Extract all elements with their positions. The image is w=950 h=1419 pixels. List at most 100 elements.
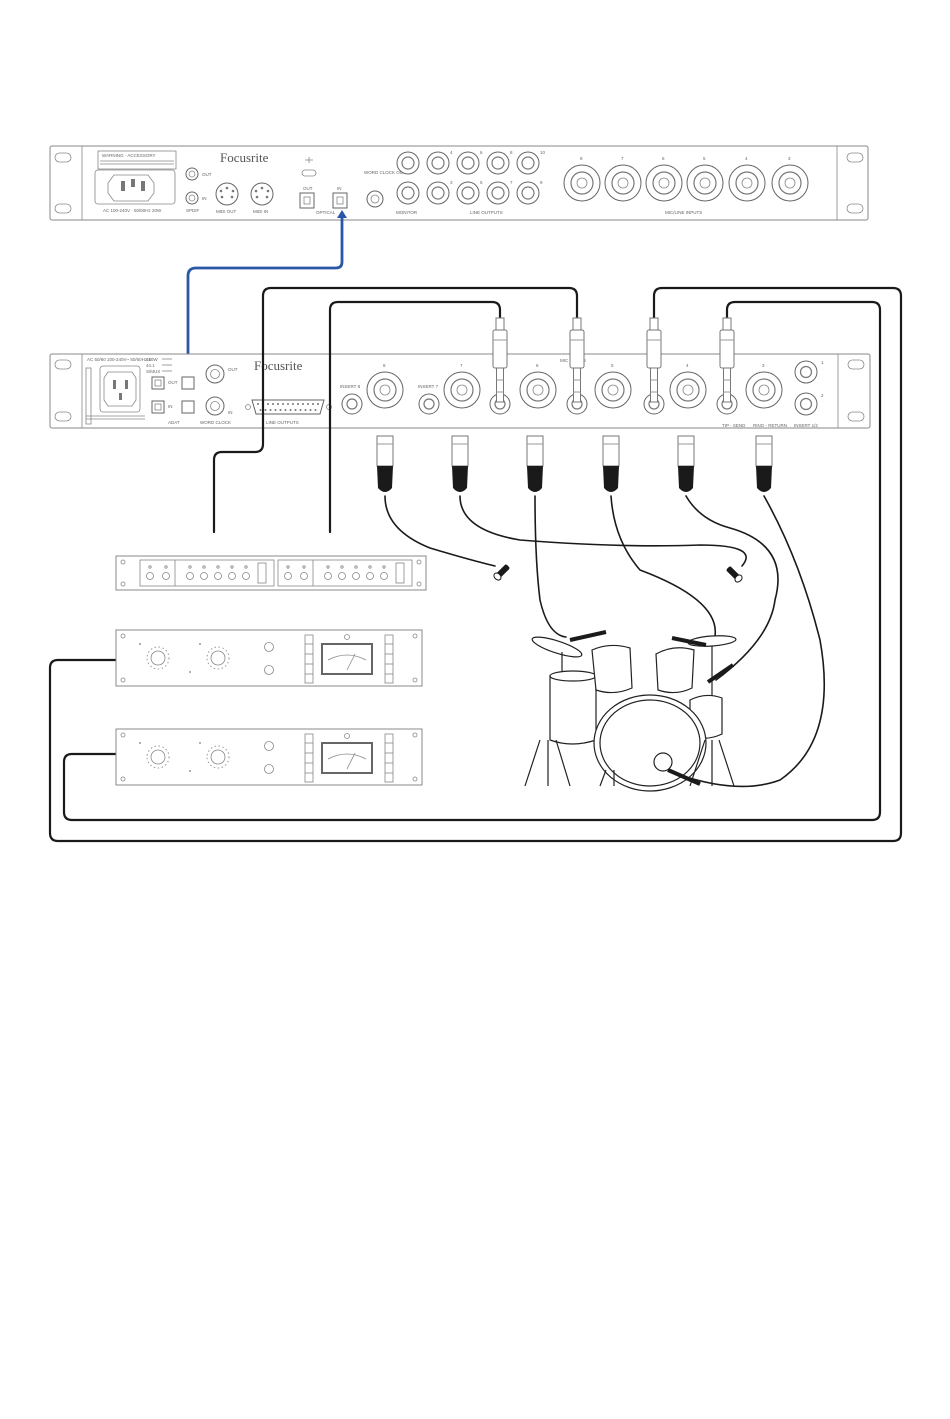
mic-input-combo[interactable] xyxy=(443,371,481,409)
knob[interactable] xyxy=(380,565,388,580)
compressor-knob[interactable] xyxy=(146,646,170,670)
compressor-button[interactable] xyxy=(264,665,274,675)
mic-cable-6 xyxy=(679,495,826,788)
mic-line-input-combo[interactable] xyxy=(563,164,601,202)
midi-out-port[interactable] xyxy=(215,182,239,206)
stereo-processor-1u xyxy=(115,555,427,591)
combo-number: 6 xyxy=(662,156,665,161)
line-output-jack[interactable] xyxy=(516,181,540,205)
compressor-button[interactable] xyxy=(264,642,274,652)
rack-ear-hole xyxy=(54,152,72,163)
compressor-button[interactable] xyxy=(264,764,274,774)
knob[interactable] xyxy=(200,565,208,580)
knob[interactable] xyxy=(338,565,346,580)
insert8-jack[interactable] xyxy=(341,393,363,415)
monitor-jack[interactable] xyxy=(396,151,420,175)
power-socket[interactable] xyxy=(94,169,176,205)
adat-out-port[interactable] xyxy=(151,376,165,390)
line-output-jack[interactable] xyxy=(456,181,480,205)
cable-arrow-up xyxy=(337,210,347,218)
spdif-out-jack[interactable] xyxy=(185,167,199,181)
line-outputs-label: LINE OUTPUTS xyxy=(470,210,503,215)
adat-label: ADAT xyxy=(168,420,180,425)
usb-port[interactable] xyxy=(301,169,317,177)
adat-in-port[interactable] xyxy=(181,376,195,414)
insert7-jack[interactable] xyxy=(418,393,440,415)
word-clock-bnc[interactable] xyxy=(366,190,384,208)
knob[interactable] xyxy=(284,565,292,580)
svg-text:44.1: 44.1 xyxy=(146,363,155,368)
knob[interactable] xyxy=(324,565,332,580)
word-clock-out-bnc[interactable] xyxy=(205,364,225,384)
mic-input-combo[interactable] xyxy=(366,371,404,409)
vu-meter xyxy=(321,742,373,774)
mic-line-input-combo[interactable] xyxy=(645,164,683,202)
insert8-label: INSERT 8 xyxy=(340,384,361,389)
power-socket-2[interactable] xyxy=(99,365,141,413)
line-output-number: 7 xyxy=(510,180,513,185)
rack-ear-hole xyxy=(54,359,72,370)
midi-in-label: MIDI IN xyxy=(253,209,268,214)
adat-out-label: OUT xyxy=(168,380,178,385)
insert2-jack[interactable] xyxy=(794,392,818,416)
xlr-plug xyxy=(451,435,469,492)
optical-in-port[interactable] xyxy=(332,192,348,209)
knob[interactable] xyxy=(366,565,374,580)
xlr-plug xyxy=(376,435,394,492)
optical-out-port[interactable] xyxy=(299,192,315,209)
knob[interactable] xyxy=(352,565,360,580)
combo-number: 5 xyxy=(611,363,614,368)
microphone-icon xyxy=(726,566,743,583)
midi-out-label: MIDI OUT xyxy=(216,209,236,214)
ring-return-label: RING - RETURN xyxy=(753,423,787,428)
line-output-jack[interactable] xyxy=(426,151,450,175)
compressor-unit-2 xyxy=(115,728,423,786)
word-clock-in-bnc[interactable] xyxy=(205,396,225,416)
line-output-jack[interactable] xyxy=(516,151,540,175)
ins-num-1: 1 xyxy=(821,360,824,365)
compressor-button[interactable] xyxy=(264,741,274,751)
knob[interactable] xyxy=(146,565,154,580)
combo-number: 4 xyxy=(686,363,689,368)
line-output-jack[interactable] xyxy=(486,151,510,175)
mic-input-combo[interactable] xyxy=(519,371,557,409)
spdif-in-jack[interactable] xyxy=(185,191,199,205)
insert-cable-outer xyxy=(48,286,903,843)
insert1-jack[interactable] xyxy=(794,360,818,384)
mic-line-input-combo[interactable] xyxy=(604,164,642,202)
mic-line-input-combo[interactable] xyxy=(771,164,809,202)
midi-in-port[interactable] xyxy=(250,182,274,206)
knob[interactable] xyxy=(214,565,222,580)
mic-input-combo[interactable] xyxy=(594,371,632,409)
compressor-unit-1 xyxy=(115,629,423,687)
combo-number: 5 xyxy=(703,156,706,161)
xlr-plug xyxy=(526,435,544,492)
compressor-knob[interactable] xyxy=(206,745,230,769)
insert-cable-left xyxy=(212,286,579,534)
serial-plate xyxy=(85,367,92,425)
rack-ear-hole xyxy=(846,152,864,163)
compressor-knob[interactable] xyxy=(146,745,170,769)
line-output-jack[interactable] xyxy=(426,181,450,205)
mic-line-input-combo[interactable] xyxy=(686,164,724,202)
compressor-knob[interactable] xyxy=(206,646,230,670)
knob[interactable] xyxy=(186,565,194,580)
insert-cable-left-inner xyxy=(328,300,502,534)
combo-number: 3 xyxy=(788,156,791,161)
knob[interactable] xyxy=(300,565,308,580)
combo-number: 3 xyxy=(762,363,765,368)
mic-line-input-combo[interactable] xyxy=(728,164,766,202)
line-output-jack[interactable] xyxy=(486,181,510,205)
knob[interactable] xyxy=(228,565,236,580)
optical-in-label: IN xyxy=(337,186,342,191)
monitor-jack[interactable] xyxy=(396,181,420,205)
line-output-jack[interactable] xyxy=(456,151,480,175)
knob[interactable] xyxy=(242,565,250,580)
combo-number: 8 xyxy=(383,363,386,368)
db25-line-outputs[interactable] xyxy=(245,399,332,415)
adat-port[interactable] xyxy=(151,400,165,414)
knob[interactable] xyxy=(162,565,170,580)
line-output-number: 9 xyxy=(540,180,543,185)
mic-input-combo[interactable] xyxy=(669,371,707,409)
mic-input-combo[interactable] xyxy=(745,371,783,409)
